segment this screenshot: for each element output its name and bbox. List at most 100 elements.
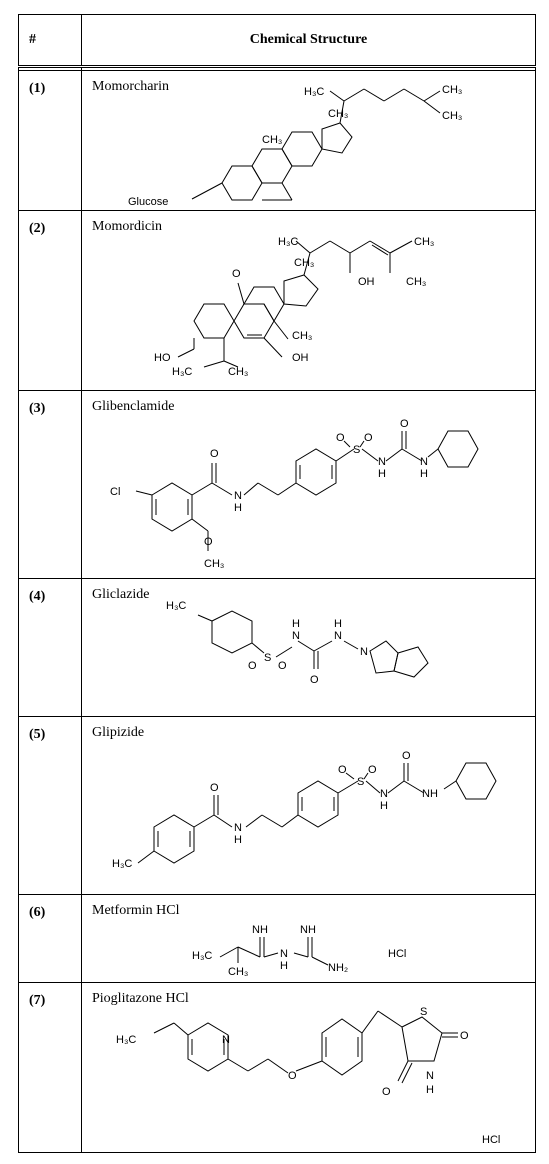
compound-name: Gliclazide bbox=[92, 587, 150, 602]
label-ch3: CH₃ bbox=[204, 558, 224, 570]
label-o: O bbox=[232, 268, 241, 280]
table-row: (4) Gliclazide H₃C S O O H N H N bbox=[18, 578, 536, 717]
label-s: S bbox=[357, 776, 364, 788]
label-hcl: HCl bbox=[482, 1134, 500, 1146]
header-chemical-structure: Chemical Structure bbox=[81, 14, 536, 67]
label-n: N bbox=[334, 630, 342, 642]
label-o: O bbox=[310, 674, 319, 686]
structure-cell: Momorcharin H₃C CH₃ CH₃ CH bbox=[81, 70, 536, 211]
label-h3c: H₃C bbox=[192, 950, 212, 962]
label-n: N bbox=[234, 490, 242, 502]
label-ch3: CH₃ bbox=[406, 276, 426, 288]
label-o: O bbox=[204, 536, 213, 548]
label-ch3: CH₃ bbox=[414, 236, 434, 248]
metformin-structure: NH NH H₃C N H NH₂ CH₃ HCl bbox=[192, 924, 406, 978]
label-oh: OH bbox=[292, 352, 309, 364]
label-o: O bbox=[210, 448, 219, 460]
label-h: H bbox=[426, 1084, 434, 1096]
table-row: (3) Glibenclamide Cl bbox=[18, 390, 536, 579]
label-h: H bbox=[234, 834, 242, 846]
label-h: H bbox=[234, 502, 242, 514]
label-s: S bbox=[264, 652, 271, 664]
label-o: O bbox=[364, 432, 373, 444]
label-o: O bbox=[400, 418, 409, 430]
glibenclamide-structure: Cl O N H O CH₃ S O O N H O N H bbox=[110, 418, 479, 570]
compound-name: Pioglitazone HCl bbox=[92, 991, 189, 1006]
momorcharin-structure: H₃C CH₃ CH₃ CH₃ CH₃ Glucose bbox=[128, 84, 462, 208]
compound-name: Metformin HCl bbox=[92, 903, 180, 918]
table-row: (2) Momordicin H₃C CH₃ CH₃ bbox=[18, 210, 536, 391]
table-header-row: # Chemical Structure bbox=[18, 14, 536, 67]
row-index: (5) bbox=[18, 716, 82, 895]
label-glucose: Glucose bbox=[128, 196, 168, 208]
row-index: (7) bbox=[18, 982, 82, 1153]
label-ch3: CH₃ bbox=[328, 108, 348, 120]
label-h3c: H₃C bbox=[304, 86, 324, 98]
label-ch3: CH₃ bbox=[228, 366, 248, 378]
label-n: N bbox=[222, 1034, 230, 1046]
label-o: O bbox=[368, 764, 377, 776]
label-n: N bbox=[280, 948, 288, 960]
gliclazide-structure: H₃C S O O H N H N N O bbox=[166, 600, 429, 686]
label-ho: HO bbox=[154, 352, 171, 364]
label-ch3: CH₃ bbox=[442, 84, 462, 96]
label-n: N bbox=[378, 456, 386, 468]
compound-name: Glipizide bbox=[92, 725, 145, 740]
compound-name: Momorcharin bbox=[92, 79, 169, 94]
row-index: (1) bbox=[18, 70, 82, 211]
table-row: (5) Glipizide O N bbox=[18, 716, 536, 895]
label-hcl: HCl bbox=[388, 948, 406, 960]
label-h: H bbox=[378, 468, 386, 480]
structure-cell: Momordicin H₃C CH₃ CH₃ CH₃ bbox=[81, 210, 536, 391]
label-h: H bbox=[420, 468, 428, 480]
label-ch3: CH₃ bbox=[262, 134, 282, 146]
label-o: O bbox=[460, 1030, 469, 1042]
header-number: # bbox=[18, 14, 82, 67]
label-nh2: NH₂ bbox=[328, 962, 348, 974]
table-row: (6) Metformin HCl NH NH H₃C N H NH₂ CH₃ … bbox=[18, 894, 536, 983]
structure-cell: Gliclazide H₃C S O O H N H N N O bbox=[81, 578, 536, 717]
label-s: S bbox=[353, 444, 360, 456]
label-ch3: CH₃ bbox=[228, 966, 248, 978]
label-nh: NH bbox=[422, 788, 438, 800]
label-h: H bbox=[380, 800, 388, 812]
label-h: H bbox=[334, 618, 342, 630]
label-o: O bbox=[338, 764, 347, 776]
label-o: O bbox=[210, 782, 219, 794]
row-index: (4) bbox=[18, 578, 82, 717]
label-nh: NH bbox=[252, 924, 268, 936]
label-o: O bbox=[248, 660, 257, 672]
label-n: N bbox=[292, 630, 300, 642]
label-ch3: CH₃ bbox=[294, 257, 314, 269]
label-h3c: H₃C bbox=[116, 1034, 136, 1046]
label-n: N bbox=[380, 788, 388, 800]
label-n: N bbox=[420, 456, 428, 468]
structure-cell: Pioglitazone HCl H₃C N O S O O bbox=[81, 982, 536, 1153]
label-h: H bbox=[292, 618, 300, 630]
label-ch3: CH₃ bbox=[442, 110, 462, 122]
label-o: O bbox=[402, 750, 411, 762]
label-s: S bbox=[420, 1006, 427, 1018]
row-index: (3) bbox=[18, 390, 82, 579]
label-h3c: H₃C bbox=[278, 236, 298, 248]
compound-name: Glibenclamide bbox=[92, 399, 175, 414]
label-o: O bbox=[288, 1070, 297, 1082]
momordicin-structure: H₃C CH₃ CH₃ CH₃ OH CH₃ O HO H₃C CH₃ OH bbox=[154, 236, 434, 378]
chemical-structures-table: # Chemical Structure (1) Momorcharin bbox=[18, 14, 536, 1153]
label-h: H bbox=[280, 960, 288, 972]
label-cl: Cl bbox=[110, 486, 120, 498]
label-nh: NH bbox=[300, 924, 316, 936]
label-ch3: CH₃ bbox=[292, 330, 312, 342]
structure-cell: Metformin HCl NH NH H₃C N H NH₂ CH₃ HCl bbox=[81, 894, 536, 983]
label-o: O bbox=[382, 1086, 391, 1098]
structure-cell: Glibenclamide Cl O bbox=[81, 390, 536, 579]
label-n: N bbox=[234, 822, 242, 834]
pioglitazone-structure: H₃C N O S O O N H HCl bbox=[116, 1006, 500, 1146]
label-h3c: H₃C bbox=[172, 366, 192, 378]
compound-name: Momordicin bbox=[92, 219, 162, 234]
row-index: (2) bbox=[18, 210, 82, 391]
label-n: N bbox=[426, 1070, 434, 1082]
label-h3c: H₃C bbox=[166, 600, 186, 612]
structures-table-wrapper: # Chemical Structure (1) Momorcharin bbox=[18, 14, 536, 1154]
label-o: O bbox=[278, 660, 287, 672]
